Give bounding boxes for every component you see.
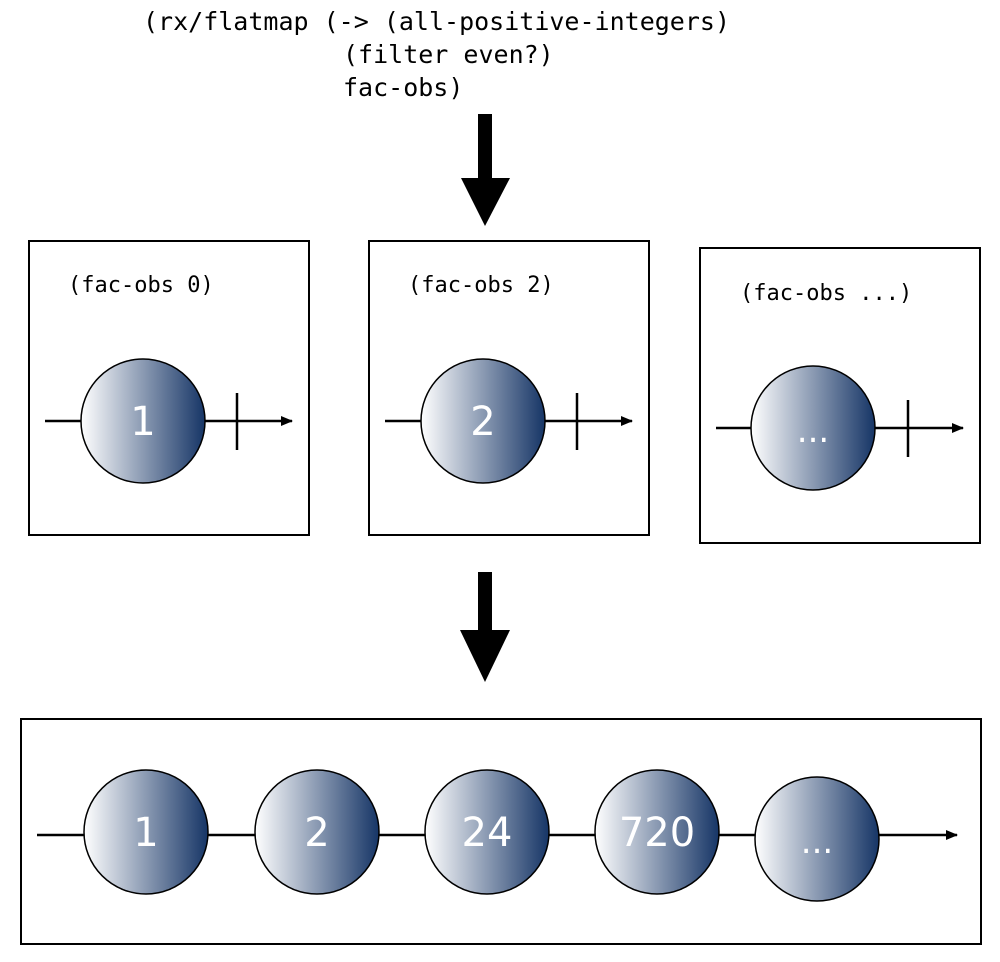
- fac-obs-box-0: (fac-obs 0) 1: [28, 240, 310, 536]
- box-frame: [699, 247, 981, 544]
- code-line-3: fac-obs): [343, 73, 463, 102]
- marble-label: 1: [133, 810, 158, 856]
- box-frame: [368, 240, 650, 536]
- code-block: (rx/flatmap (-> (all-positive-integers) …: [143, 7, 730, 102]
- marble: [424, 769, 550, 895]
- marble: [83, 769, 209, 895]
- marble: [754, 776, 880, 902]
- marble-label: 2: [470, 399, 495, 445]
- marble: [594, 769, 720, 895]
- marble-label: 2: [304, 810, 329, 856]
- box-label: (fac-obs 2): [408, 273, 554, 298]
- down-arrow-icon: [461, 114, 510, 226]
- box-frame: [20, 718, 982, 945]
- box-frame: [28, 240, 310, 536]
- marble-label: 1: [130, 399, 155, 445]
- marble: [254, 769, 380, 895]
- marble-label: ...: [801, 822, 833, 862]
- fac-obs-box-ellipsis: (fac-obs ...) ...: [699, 247, 981, 544]
- code-line-1: (rx/flatmap (-> (all-positive-integers): [143, 7, 730, 36]
- code-line-2: (filter even?): [343, 40, 554, 69]
- down-arrow-icon: [460, 572, 510, 682]
- marble: [420, 358, 546, 484]
- marble: [80, 358, 206, 484]
- marble-label: 24: [462, 810, 513, 856]
- box-label: (fac-obs ...): [740, 281, 912, 306]
- marble-label: ...: [797, 411, 829, 451]
- marble-label: 720: [619, 810, 695, 856]
- box-label: (fac-obs 0): [68, 273, 214, 298]
- fac-obs-box-2: (fac-obs 2) 2: [368, 240, 650, 536]
- marble: [750, 365, 876, 491]
- result-stream-box: 1 2 24 720 ...: [20, 718, 982, 945]
